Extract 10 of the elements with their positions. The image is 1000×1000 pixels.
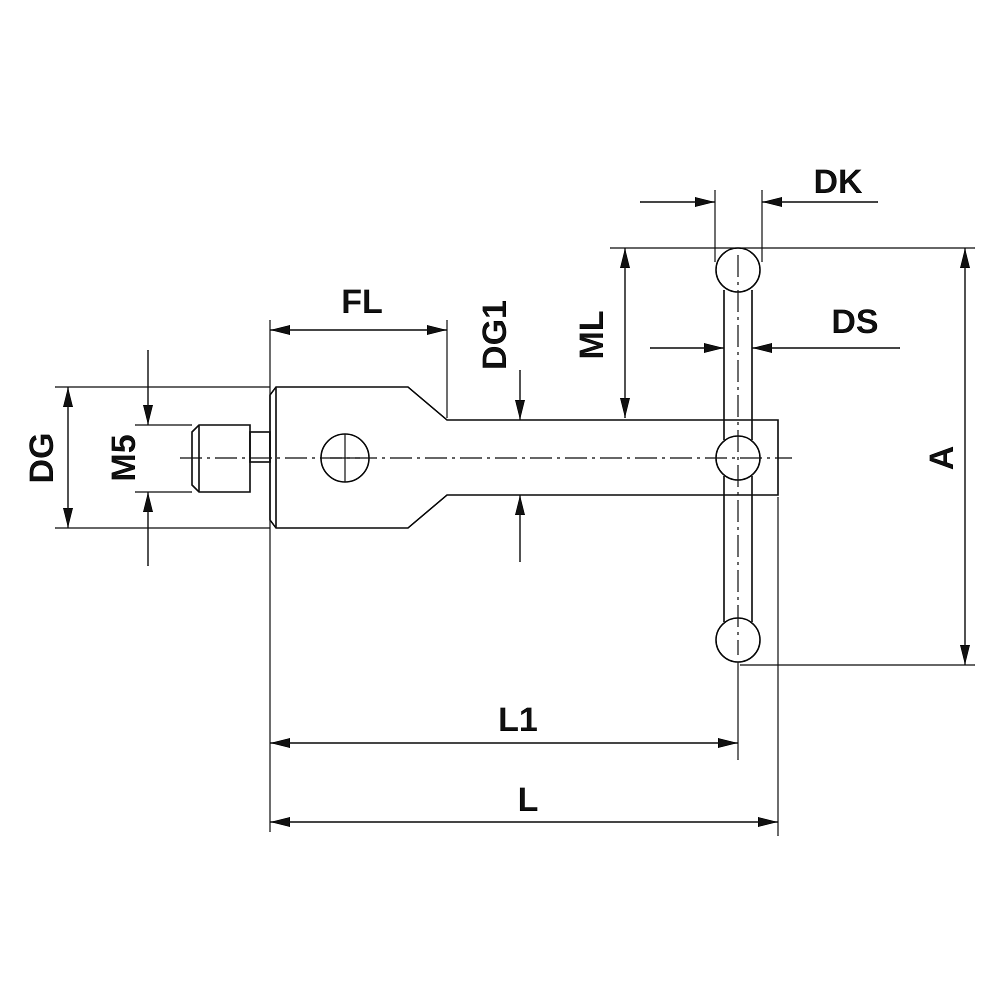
dimension-label: A [925, 446, 959, 470]
dimension-label: M5 [107, 434, 141, 482]
dimension-label: L1 [498, 703, 538, 737]
dimension-label: FL [341, 285, 383, 319]
dimension-label: ML [575, 310, 609, 360]
dimension-label: DG1 [478, 300, 512, 370]
dimension-label: L [518, 783, 538, 817]
dimension-label: DK [813, 165, 863, 199]
dimension-label: DS [831, 305, 879, 339]
dimension-label: DG [25, 432, 59, 484]
